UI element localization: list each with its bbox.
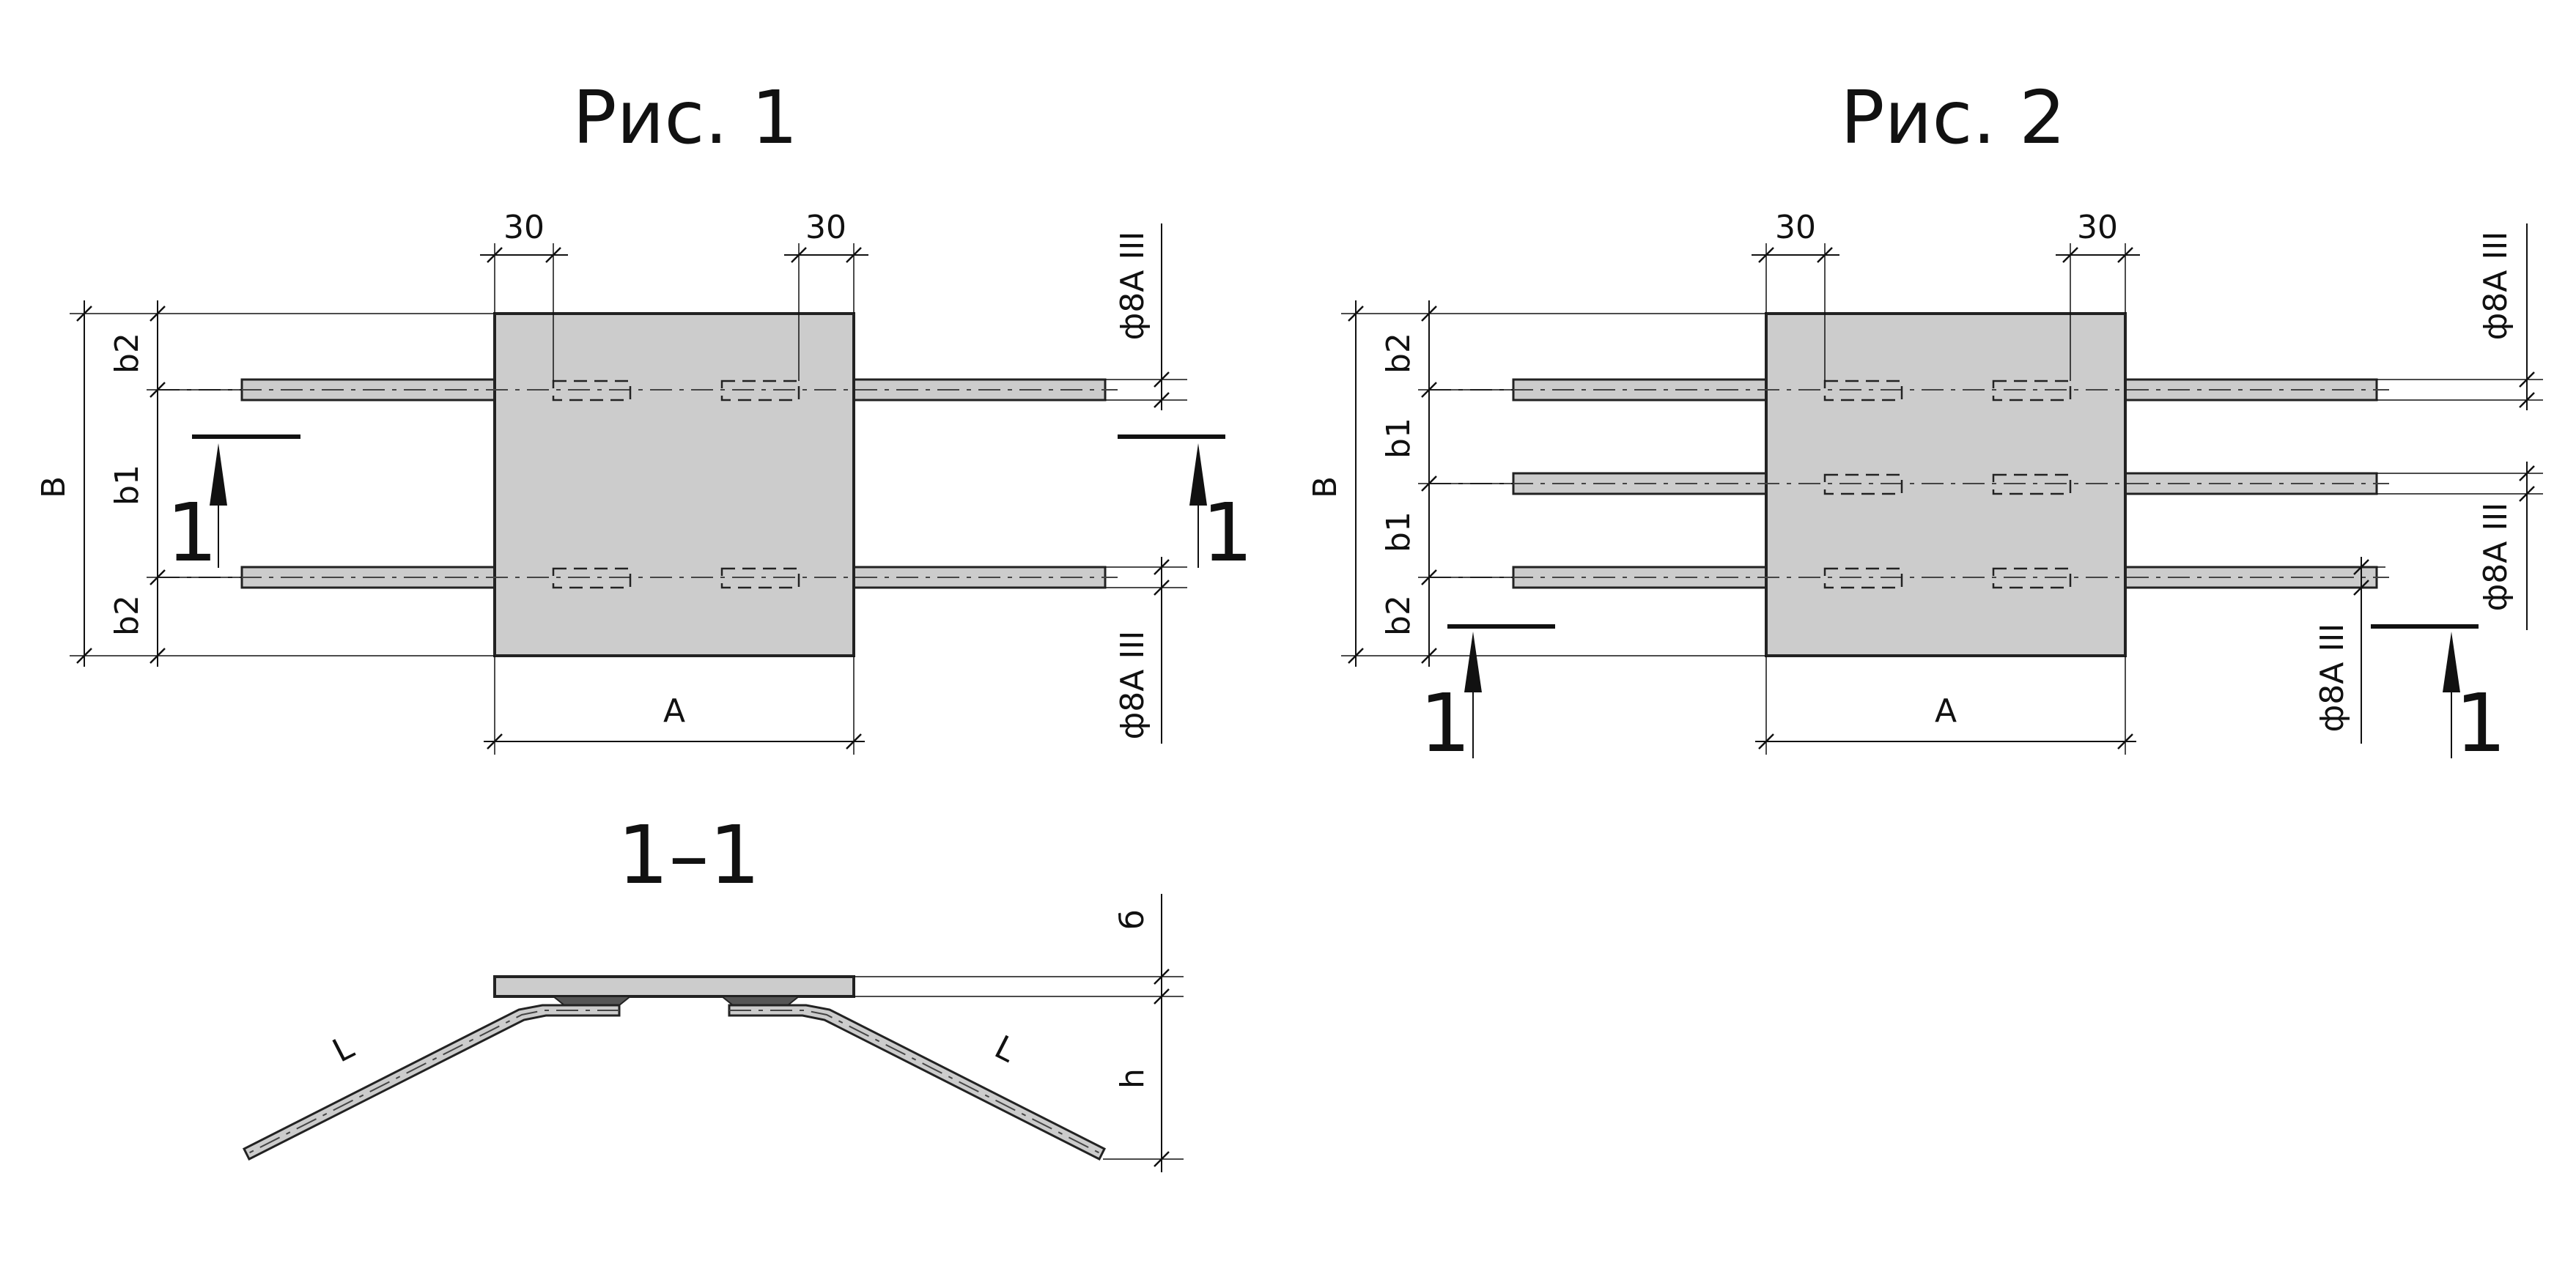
section-arrow: [1464, 632, 1482, 692]
section-mark-left: 1: [166, 486, 218, 580]
bent-anchor-bar-left: [242, 1004, 621, 1161]
hidden-bar-end: [720, 380, 800, 402]
section-mark-left: 1: [1420, 676, 1471, 770]
weld: [720, 996, 801, 1006]
dim-b1-bottom: b1: [1380, 511, 1417, 552]
dim-30-right: 30: [805, 209, 846, 246]
section-arrow: [210, 443, 227, 506]
dim-B: B: [35, 476, 73, 498]
bent-anchor-bar-right: [728, 1004, 1107, 1161]
bar-label-middle: ф8А III: [2477, 503, 2514, 612]
dim-b1-top: b1: [1380, 418, 1417, 459]
dim-b1: b1: [108, 465, 146, 506]
figure-2-title: Рис. 2: [1840, 75, 2065, 160]
section-arrow: [2443, 632, 2460, 692]
dim-A: A: [663, 692, 685, 730]
dim-B: B: [1307, 476, 1344, 498]
figure-1-title: Рис. 1: [572, 75, 797, 160]
section-arrow: [1189, 443, 1207, 506]
dim-30-left: 30: [503, 209, 545, 246]
weld: [551, 996, 632, 1006]
hidden-bar-end: [1992, 473, 2072, 495]
hidden-bar-end: [1823, 380, 1903, 402]
dim-30-left: 30: [1775, 209, 1816, 246]
dim-thickness: б: [1114, 909, 1151, 929]
dim-b2-top: b2: [1380, 333, 1417, 374]
hidden-bar-end: [1823, 567, 1903, 589]
section-mark-right: 1: [2455, 676, 2506, 770]
bar-label-bottom: ф8А III: [1114, 631, 1151, 740]
figure-1: Рис. 1 30 30 A: [35, 75, 1253, 755]
bar-label-top: ф8А III: [2477, 232, 2514, 341]
bar-label-top: ф8А III: [1114, 232, 1151, 341]
label-L-right: L: [989, 1029, 1022, 1070]
hidden-bar-end: [552, 567, 632, 589]
hidden-bar-end: [1992, 380, 2072, 402]
dim-h: h: [1114, 1068, 1151, 1089]
dim-b2-bottom: b2: [1380, 595, 1417, 636]
label-L-left: L: [327, 1029, 360, 1070]
dim-b2-top: b2: [108, 333, 146, 374]
bar-label-left: ф8А III: [2314, 624, 2351, 733]
embedded-plate: [1765, 312, 2127, 657]
figure-2: Рис. 2 30 30: [1307, 75, 2543, 770]
hidden-bar-end: [1992, 567, 2072, 589]
section-title: 1–1: [618, 808, 761, 902]
plate-section: [493, 975, 855, 998]
section-1-1: 1–1 L L б h: [242, 808, 1184, 1172]
dim-30-right: 30: [2077, 209, 2118, 246]
hidden-bar-end: [552, 380, 632, 402]
dim-A: A: [1935, 692, 1957, 730]
embedded-plate: [493, 312, 855, 657]
hidden-bar-end: [720, 567, 800, 589]
section-mark-right: 1: [1202, 486, 1253, 580]
dim-b2-bottom: b2: [108, 595, 146, 636]
hidden-bar-end: [1823, 473, 1903, 495]
